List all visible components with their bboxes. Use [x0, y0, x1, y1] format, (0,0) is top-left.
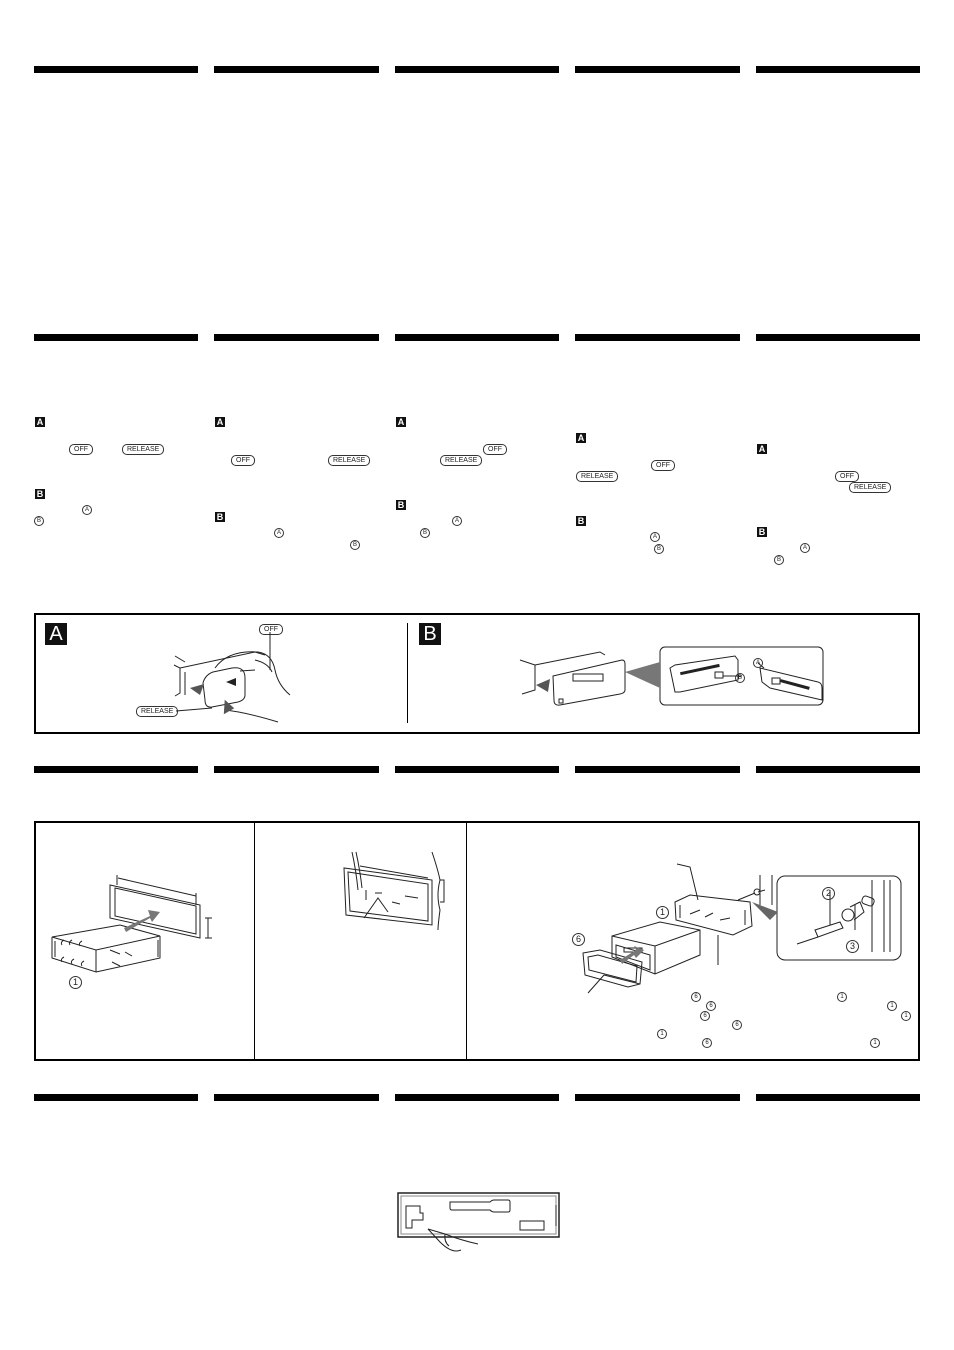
- off-button-label: OFF: [69, 444, 93, 455]
- callout-1: 1: [656, 906, 669, 919]
- step-a-marker: A: [576, 433, 586, 443]
- release-button-label: RELEASE: [849, 482, 892, 493]
- step-b-marker: B: [757, 527, 767, 537]
- section-header-bar: [756, 66, 920, 73]
- step-b-marker: B: [35, 489, 45, 499]
- section-header-bar: [756, 1094, 920, 1101]
- text-callout: 6: [691, 992, 701, 1002]
- release-button-label: RELEASE: [328, 455, 371, 466]
- text-callout: 1: [870, 1038, 880, 1048]
- figure-mounting: [34, 821, 920, 1061]
- callout-a: A: [650, 532, 660, 542]
- text-callout: 1: [887, 1001, 897, 1011]
- step-a-marker: A: [396, 417, 406, 427]
- callout-b: B: [774, 555, 784, 565]
- off-button-label: OFF: [483, 444, 507, 455]
- text-callout: 6: [732, 1020, 742, 1030]
- text-callout: 1: [657, 1029, 667, 1039]
- callout-b: B: [350, 540, 360, 550]
- figure-divider: [466, 821, 467, 1061]
- section-header-bar: [34, 1094, 198, 1101]
- figure-detach-panel: [34, 613, 920, 734]
- section-header-bar: [395, 766, 559, 773]
- callout-a: A: [82, 505, 92, 515]
- callout-6: 6: [572, 933, 585, 946]
- figure-callout-b: B: [735, 673, 745, 683]
- off-button-label: OFF: [651, 460, 675, 471]
- text-callout: 6: [700, 1011, 710, 1021]
- section-header-bar: [34, 334, 198, 341]
- off-button-label: OFF: [231, 455, 255, 466]
- callout-b: B: [654, 544, 664, 554]
- callout-b: B: [420, 528, 430, 538]
- step-b-marker: B: [576, 516, 586, 526]
- off-button-label: OFF: [835, 471, 859, 482]
- step-b-marker: B: [215, 512, 225, 522]
- release-button-label: RELEASE: [122, 444, 165, 455]
- callout-b: B: [34, 516, 44, 526]
- figure-off-label: OFF: [259, 624, 283, 635]
- figure-callout-a: A: [753, 658, 763, 668]
- figure-divider: [254, 821, 255, 1061]
- text-callout: 6: [706, 1001, 716, 1011]
- callout-2: 2: [822, 887, 835, 900]
- text-callout: 1: [901, 1011, 911, 1021]
- step-b-marker: B: [396, 500, 406, 510]
- text-callout: 6: [702, 1038, 712, 1048]
- step-a-marker: A: [35, 417, 45, 427]
- section-header-bar: [575, 66, 740, 73]
- section-header-bar: [214, 1094, 379, 1101]
- section-header-bar: [395, 1094, 559, 1101]
- callout-a: A: [800, 543, 810, 553]
- callout-3: 3: [846, 940, 859, 953]
- callout-a: A: [452, 516, 462, 526]
- section-header-bar: [34, 66, 198, 73]
- section-header-bar: [214, 766, 379, 773]
- section-header-bar: [395, 66, 559, 73]
- section-header-bar: [575, 1094, 740, 1101]
- section-header-bar: [214, 334, 379, 341]
- section-header-bar: [756, 334, 920, 341]
- figure-divider: [407, 623, 408, 723]
- section-header-bar: [214, 66, 379, 73]
- step-a-marker: A: [757, 444, 767, 454]
- text-callout: 1: [837, 992, 847, 1002]
- section-header-bar: [395, 334, 559, 341]
- callout-1: 1: [69, 976, 82, 989]
- section-header-bar: [575, 334, 740, 341]
- section-header-bar: [575, 766, 740, 773]
- figure-release-label: RELEASE: [136, 706, 179, 717]
- step-a-marker: A: [215, 417, 225, 427]
- figure-a-letter: A: [45, 623, 67, 645]
- callout-a: A: [274, 528, 284, 538]
- section-header-bar: [756, 766, 920, 773]
- release-button-label: RELEASE: [440, 455, 483, 466]
- release-button-label: RELEASE: [576, 471, 619, 482]
- section-header-bar: [34, 766, 198, 773]
- figure-b-letter: B: [419, 623, 441, 645]
